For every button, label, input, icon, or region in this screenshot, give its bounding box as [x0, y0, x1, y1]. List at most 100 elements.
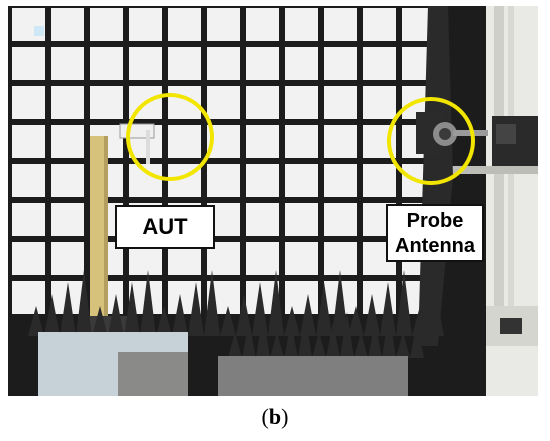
absorber-tile — [207, 164, 240, 197]
cone-absorber — [188, 282, 204, 336]
absorber-tile — [246, 8, 279, 41]
cone-absorber — [268, 270, 284, 336]
cone-absorber — [270, 332, 284, 358]
absorber-tile — [363, 86, 396, 119]
caption-letter: b — [268, 404, 282, 429]
absorber-tile — [246, 86, 279, 119]
cone-absorber — [284, 306, 300, 336]
cone-absorber — [228, 332, 242, 358]
cone-absorber — [28, 306, 44, 336]
absorber-tile — [246, 203, 279, 236]
cone-absorber — [236, 294, 252, 336]
absorber-tile — [12, 125, 45, 158]
cone-absorber — [348, 306, 364, 336]
absorber-tile — [363, 8, 396, 41]
absorber-tile — [12, 242, 45, 275]
cone-absorber — [76, 270, 92, 336]
absorber-tile — [285, 125, 318, 158]
absorber-tile — [51, 203, 84, 236]
cone-absorber — [108, 294, 124, 336]
aut-highlight-circle — [126, 93, 214, 181]
cone-absorber — [312, 332, 326, 358]
caption-close: ) — [281, 404, 289, 429]
probe-highlight-circle — [387, 97, 475, 185]
cone-absorber — [380, 282, 396, 336]
cone-absorber — [92, 306, 108, 336]
absorber-tile — [363, 164, 396, 197]
cone-absorber — [340, 312, 354, 358]
cone-absorber — [242, 322, 256, 358]
probe-positioner-tower — [448, 6, 538, 396]
absorber-tile — [285, 242, 318, 275]
absorber-tile — [207, 47, 240, 80]
absorber-tile — [246, 164, 279, 197]
absorber-tile — [168, 8, 201, 41]
cone-absorber — [284, 322, 298, 358]
cone-absorber — [368, 322, 382, 358]
absorber-tile — [285, 203, 318, 236]
absorber-tile — [51, 242, 84, 275]
cone-absorber — [172, 294, 188, 336]
absorber-tile — [324, 125, 357, 158]
cone-absorber — [140, 270, 156, 336]
cone-absorber — [396, 332, 410, 358]
cone-absorber — [298, 312, 312, 358]
probe-antenna-label: Probe Antenna — [386, 204, 484, 262]
absorber-tile — [324, 47, 357, 80]
absorber-tile — [324, 164, 357, 197]
absorber-tile — [285, 281, 318, 314]
cone-absorber — [316, 282, 332, 336]
absorber-tile — [207, 86, 240, 119]
cone-absorber — [410, 322, 424, 358]
cone-absorber — [204, 270, 220, 336]
absorber-tile — [129, 8, 162, 41]
absorber-tile — [246, 47, 279, 80]
absorber-tile — [285, 86, 318, 119]
floor-walkway — [218, 356, 408, 396]
cone-absorber — [428, 294, 444, 336]
absorber-tile — [324, 8, 357, 41]
absorber-tile — [51, 47, 84, 80]
cone-absorber — [382, 312, 396, 358]
absorber-tile — [90, 86, 123, 119]
absorber-tile — [12, 281, 45, 314]
chamber-scene — [8, 6, 538, 396]
absorber-tile — [90, 8, 123, 41]
cone-absorber — [220, 306, 236, 336]
absorber-tile — [51, 164, 84, 197]
absorber-tile — [12, 164, 45, 197]
absorber-tile — [168, 125, 201, 158]
absorber-tile — [51, 8, 84, 41]
absorber-tile — [285, 47, 318, 80]
cone-absorber — [60, 282, 76, 336]
cone-absorber — [354, 332, 368, 358]
absorber-tile — [207, 8, 240, 41]
absorber-tile — [12, 203, 45, 236]
probe-label-line2: Antenna — [395, 235, 475, 257]
absorber-tile — [246, 242, 279, 275]
absorber-tile — [12, 8, 45, 41]
probe-label-line1: Probe — [406, 210, 464, 232]
cone-absorber — [44, 294, 60, 336]
absorber-tile — [324, 86, 357, 119]
absorber-tile — [51, 125, 84, 158]
absorber-tile — [90, 47, 123, 80]
absorber-tile — [285, 164, 318, 197]
aut-label: AUT — [115, 205, 215, 249]
cone-absorber — [364, 294, 380, 336]
figure-caption: (b) — [0, 404, 550, 430]
absorber-tile — [168, 47, 201, 80]
absorber-tile — [324, 242, 357, 275]
absorber-tile — [363, 47, 396, 80]
floor-cone-absorbers — [28, 270, 444, 358]
cone-absorber — [396, 270, 412, 336]
absorber-tile — [12, 86, 45, 119]
aut-label-text: AUT — [142, 214, 188, 239]
anechoic-chamber-photo — [8, 6, 538, 396]
cone-absorber — [326, 322, 340, 358]
floor-equipment — [118, 352, 188, 396]
absorber-tile — [129, 47, 162, 80]
ceiling-light — [34, 26, 44, 36]
cone-absorber — [124, 282, 140, 336]
cone-absorber — [332, 270, 348, 336]
